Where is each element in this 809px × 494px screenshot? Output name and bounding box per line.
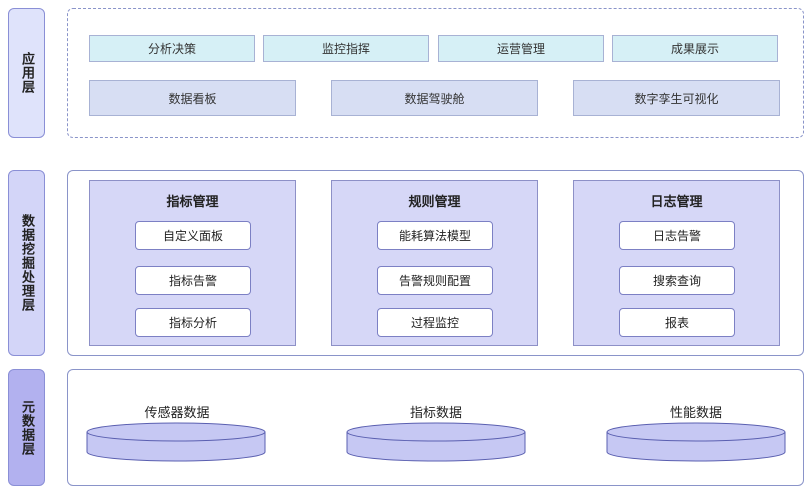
- module-logs: 日志管理 日志告警 搜索查询 报表: [573, 180, 780, 346]
- module-title: 日志管理: [650, 195, 703, 210]
- module-item: 告警规则配置: [377, 266, 493, 295]
- app-box-digital-twin: 数字孪生可视化: [573, 80, 780, 116]
- layer-label-app: 应用层: [8, 8, 45, 138]
- app-box-analysis: 分析决策: [89, 35, 255, 62]
- module-title: 指标管理: [166, 195, 219, 210]
- store-title-performance: 性能数据: [669, 406, 722, 421]
- app-box-results: 成果展示: [612, 35, 778, 62]
- app-box-operation: 运营管理: [438, 35, 604, 62]
- layer-label-mining: 数据挖掘处理层: [8, 170, 45, 356]
- module-item: 自定义面板: [135, 221, 251, 250]
- module-item: 报表: [619, 308, 735, 337]
- store-title-sensor: 传感器数据: [144, 406, 210, 421]
- app-box-dashboard: 数据看板: [89, 80, 296, 116]
- store-title-indicator: 指标数据: [409, 406, 462, 421]
- app-layer-panel: [67, 8, 804, 138]
- module-item: 能耗算法模型: [377, 221, 493, 250]
- layer-label-app-text: 应用层: [19, 52, 34, 94]
- module-rules: 规则管理 能耗算法模型 告警规则配置 过程监控: [331, 180, 538, 346]
- module-item: 日志告警: [619, 221, 735, 250]
- module-item: 过程监控: [377, 308, 493, 337]
- layer-label-mining-text: 数据挖掘处理层: [19, 214, 34, 312]
- app-box-monitor: 监控指挥: [263, 35, 429, 62]
- app-box-cockpit: 数据驾驶舱: [331, 80, 538, 116]
- layer-label-meta: 元数据层: [8, 369, 45, 486]
- layer-label-meta-text: 元数据层: [19, 399, 34, 456]
- module-item: 搜索查询: [619, 266, 735, 295]
- module-title: 规则管理: [408, 195, 461, 210]
- database-cylinder-icon: [606, 422, 786, 462]
- database-cylinder-icon: [86, 422, 266, 462]
- module-indicator: 指标管理 自定义面板 指标告警 指标分析: [89, 180, 296, 346]
- module-item: 指标分析: [135, 308, 251, 337]
- module-item: 指标告警: [135, 266, 251, 295]
- database-cylinder-icon: [346, 422, 526, 462]
